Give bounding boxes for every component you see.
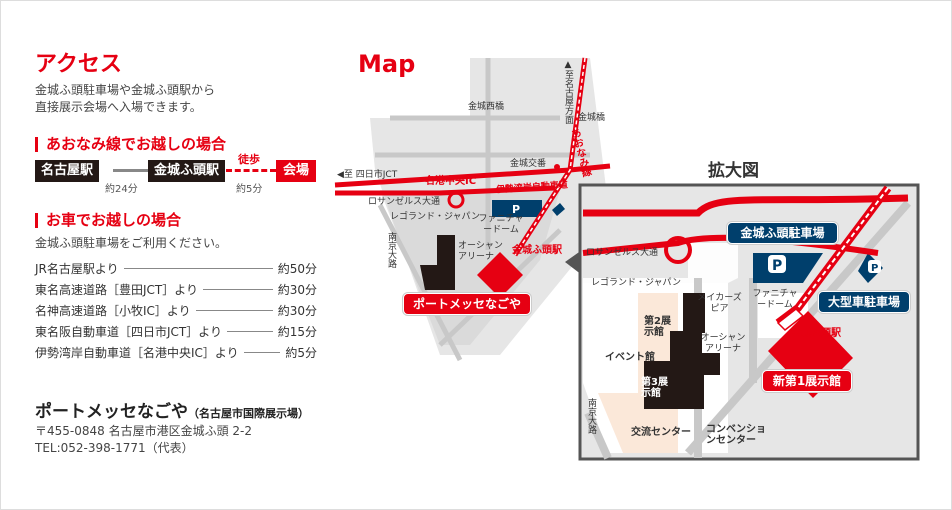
label-la-street: ロサンゼルス大通 — [368, 197, 441, 207]
label-nankyo: 南京大路 — [586, 398, 596, 434]
ic-loop — [664, 236, 692, 264]
label-event-hall: イベント館 — [605, 352, 655, 363]
venue-marker — [477, 252, 523, 298]
route-leader — [123, 267, 273, 269]
route-from: 東名阪自動車道［四日市JCT］より — [35, 324, 223, 339]
hall-blocks — [420, 235, 455, 290]
label-hall2: 第2展示館 — [644, 316, 671, 338]
train-heading: あおなみ線でお越しの場合 — [35, 137, 226, 152]
access-title: アクセス — [35, 52, 122, 77]
isewan-road-lower — [335, 185, 556, 196]
label-hall3: 第3展示館 — [641, 377, 668, 399]
car-heading: お車でお越しの場合 — [35, 213, 181, 228]
route-time: 約30分 — [277, 303, 317, 318]
time-train: 約24分 — [105, 184, 138, 195]
label-ocean-arena: オーシャンアリーナ — [700, 333, 746, 354]
access-desc-2: 直接展示会場へ入場できます。 — [35, 100, 202, 114]
label-convention: コンベンションセンター — [706, 424, 766, 446]
zoom-title: 拡大図 — [708, 161, 759, 181]
route-time: 約15分 — [277, 324, 317, 339]
venue-label: ポートメッセなごや — [403, 293, 531, 315]
label-exchange: 交流センター — [631, 427, 691, 438]
label-station: 金城ふ頭駅 — [512, 245, 562, 256]
map-title: Map — [358, 50, 416, 78]
car-route-row: 東名高速道路［豊田JCT］より 約30分 — [35, 280, 317, 298]
label-la-street: ロサンゼルス大通 — [586, 248, 659, 258]
route-from: 名神高速道路［小牧IC］より — [35, 303, 191, 318]
route-leader — [243, 351, 281, 353]
station-block — [776, 308, 805, 331]
route-from: 東名高速道路［豊田JCT］より — [35, 282, 199, 297]
koban-dot — [554, 164, 560, 170]
label-to-nagoya: ▲至名古屋方面 — [563, 60, 573, 124]
label-furniture-dome: ファニチャードーム — [752, 289, 798, 310]
label-meiko-ic: 名港中央IC — [425, 176, 477, 187]
venue-name-text: ポートメッセなごや — [35, 402, 188, 422]
access-desc-1: 金城ふ頭駐車場や金城ふ頭駅から — [35, 83, 216, 97]
car-route-row: 伊勢湾岸自動車道［名港中央IC］より 約5分 — [35, 343, 317, 361]
label-nankyo: 南京大路 — [386, 232, 396, 268]
venue-name: ポートメッセなごや（名古屋市国際展示場） — [35, 397, 309, 422]
label-legoland: レゴランド・ジャパン — [591, 278, 682, 288]
parking-lot-label: 金城ふ頭駐車場 — [727, 222, 838, 244]
ic-loop — [447, 191, 465, 209]
car-route-row: 東名阪自動車道［四日市JCT］より 約15分 — [35, 322, 317, 340]
time-walk: 約5分 — [236, 184, 263, 195]
parking-icon: P — [772, 258, 782, 274]
route-line — [113, 169, 148, 172]
venue-tel: TEL:052-398-1771（代表） — [35, 441, 194, 455]
route-time: 約5分 — [285, 345, 317, 360]
new-hall1-label: 新第1展示館 — [762, 370, 852, 392]
label-station: 金城ふ頭駅 — [791, 328, 841, 339]
station-kinjofuto: 金城ふ頭駅 — [148, 160, 226, 182]
route-leader — [227, 330, 273, 332]
station-nagoya: 名古屋駅 — [35, 160, 100, 182]
route-leader — [203, 288, 273, 290]
bus-parking-icon: P — [871, 263, 878, 274]
route-from: JR名古屋駅より — [35, 261, 119, 276]
label-kinjo-nishi: 金城西橋 — [468, 102, 505, 112]
route-leader — [195, 309, 273, 311]
label-legoland: レゴランド・ジャパン — [390, 212, 481, 222]
venue-sub: （名古屋市国際展示場） — [188, 407, 309, 420]
car-desc: 金城ふ頭駐車場をご利用ください。 — [35, 236, 228, 250]
route-time: 約50分 — [277, 261, 317, 276]
label-to-yokkaichi: ◀至 四日市JCT — [337, 170, 398, 180]
parking-icon: P — [512, 203, 520, 216]
route-from: 伊勢湾岸自動車道［名港中央IC］より — [35, 345, 239, 360]
station-venue: 会場 — [276, 160, 317, 182]
parking-small — [552, 203, 565, 216]
label-koban: 金城交番 — [510, 159, 547, 169]
bus-parking-label: 大型車駐車場 — [818, 291, 910, 313]
venue-address: 〒455-0848 名古屋市港区金城ふ頭 2-2 — [35, 424, 253, 438]
label-makers-pier: メイカーズピア — [697, 293, 742, 314]
parking-block — [492, 200, 542, 217]
label-furniture-dome: ファニチャードーム — [478, 214, 524, 235]
zoom-pointer — [565, 250, 582, 275]
halls — [644, 293, 720, 409]
walk-line — [226, 169, 276, 172]
label-ocean-arena: オーシャンアリーナ — [458, 241, 503, 262]
label-kinjo-bashi: 金城橋 — [578, 113, 606, 123]
walk-label: 徒歩 — [238, 153, 260, 166]
car-route-row: JR名古屋駅より 約50分 — [35, 259, 317, 277]
route-time: 約30分 — [277, 282, 317, 297]
isewan-road — [583, 194, 909, 217]
car-route-row: 名神高速道路［小牧IC］より 約30分 — [35, 301, 317, 319]
